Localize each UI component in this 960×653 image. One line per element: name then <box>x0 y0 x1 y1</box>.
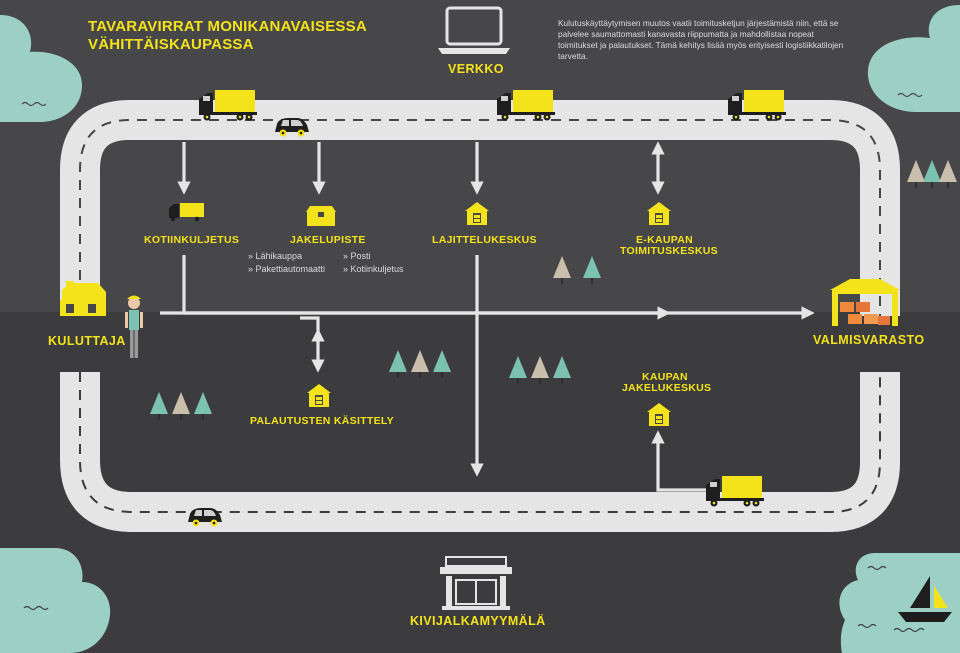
laptop-icon <box>438 6 510 54</box>
store-icon <box>440 556 512 610</box>
title-line-1: TAVARAVIRRAT MONIKANAVAISESSA <box>88 18 367 35</box>
road-loop <box>60 100 900 532</box>
label-valmisvarasto: VALMISVARASTO <box>813 333 925 347</box>
jakelupiste-options-right: » Posti » Kotiinkuljetus <box>343 250 404 276</box>
option-posti: » Posti <box>343 251 371 261</box>
house-icon <box>60 281 106 316</box>
page-title: TAVARAVIRRAT MONIKANAVAISESSA VÄHITTÄISK… <box>88 18 367 54</box>
truck-icon <box>169 203 204 222</box>
title-line-2: VÄHITTÄISKAUPASSA <box>88 36 254 53</box>
option-pakettiautomaatti: » Pakettiautomaatti <box>248 264 326 274</box>
warehouse-icon <box>830 279 900 326</box>
label-verkko: VERKKO <box>448 62 504 76</box>
arrow-kaupan <box>651 430 706 492</box>
warehouse-icon <box>465 202 489 225</box>
cloud-icon <box>0 15 82 122</box>
person-icon <box>125 295 143 358</box>
label-kotiinkuljetus: KOTIINKULJETUS <box>144 234 240 246</box>
intro-text: Kulutuskäyttäytymisen muutos vaatii toim… <box>558 18 844 61</box>
label-jakelupiste: JAKELUPISTE <box>290 234 366 246</box>
label-kivijalkamyymala: KIVIJALKAMYYMÄLÄ <box>410 614 546 628</box>
flow-arrows <box>160 141 815 492</box>
jakelupiste-options-left: » Lähikauppa » Pakettiautomaatti <box>248 250 325 276</box>
label-kaupan-line2: JAKELUKESKUS <box>622 382 712 394</box>
label-lajittelukeskus: LAJITTELUKESKUS <box>432 234 537 246</box>
option-lahikauppa: » Lähikauppa <box>248 251 303 261</box>
label-palautusten: PALAUTUSTEN KÄSITTELY <box>250 415 394 427</box>
label-ekaupan-line2: TOIMITUSKESKUS <box>620 245 718 257</box>
label-kuluttaja: KULUTTAJA <box>48 334 126 348</box>
warehouse-icon <box>647 202 671 225</box>
cloud-icon <box>867 5 960 112</box>
arrow-to-palautusten <box>300 316 325 373</box>
cloud-icon <box>0 548 111 653</box>
lower-background <box>0 312 960 653</box>
option-kotiinkuljetus: » Kotiinkuljetus <box>343 264 404 274</box>
label-kaupan-line1: KAUPAN <box>642 371 688 383</box>
package-icon <box>306 206 336 226</box>
sailboat-icon <box>893 576 952 633</box>
label-ekaupan-line1: E-KAUPAN <box>636 234 694 246</box>
